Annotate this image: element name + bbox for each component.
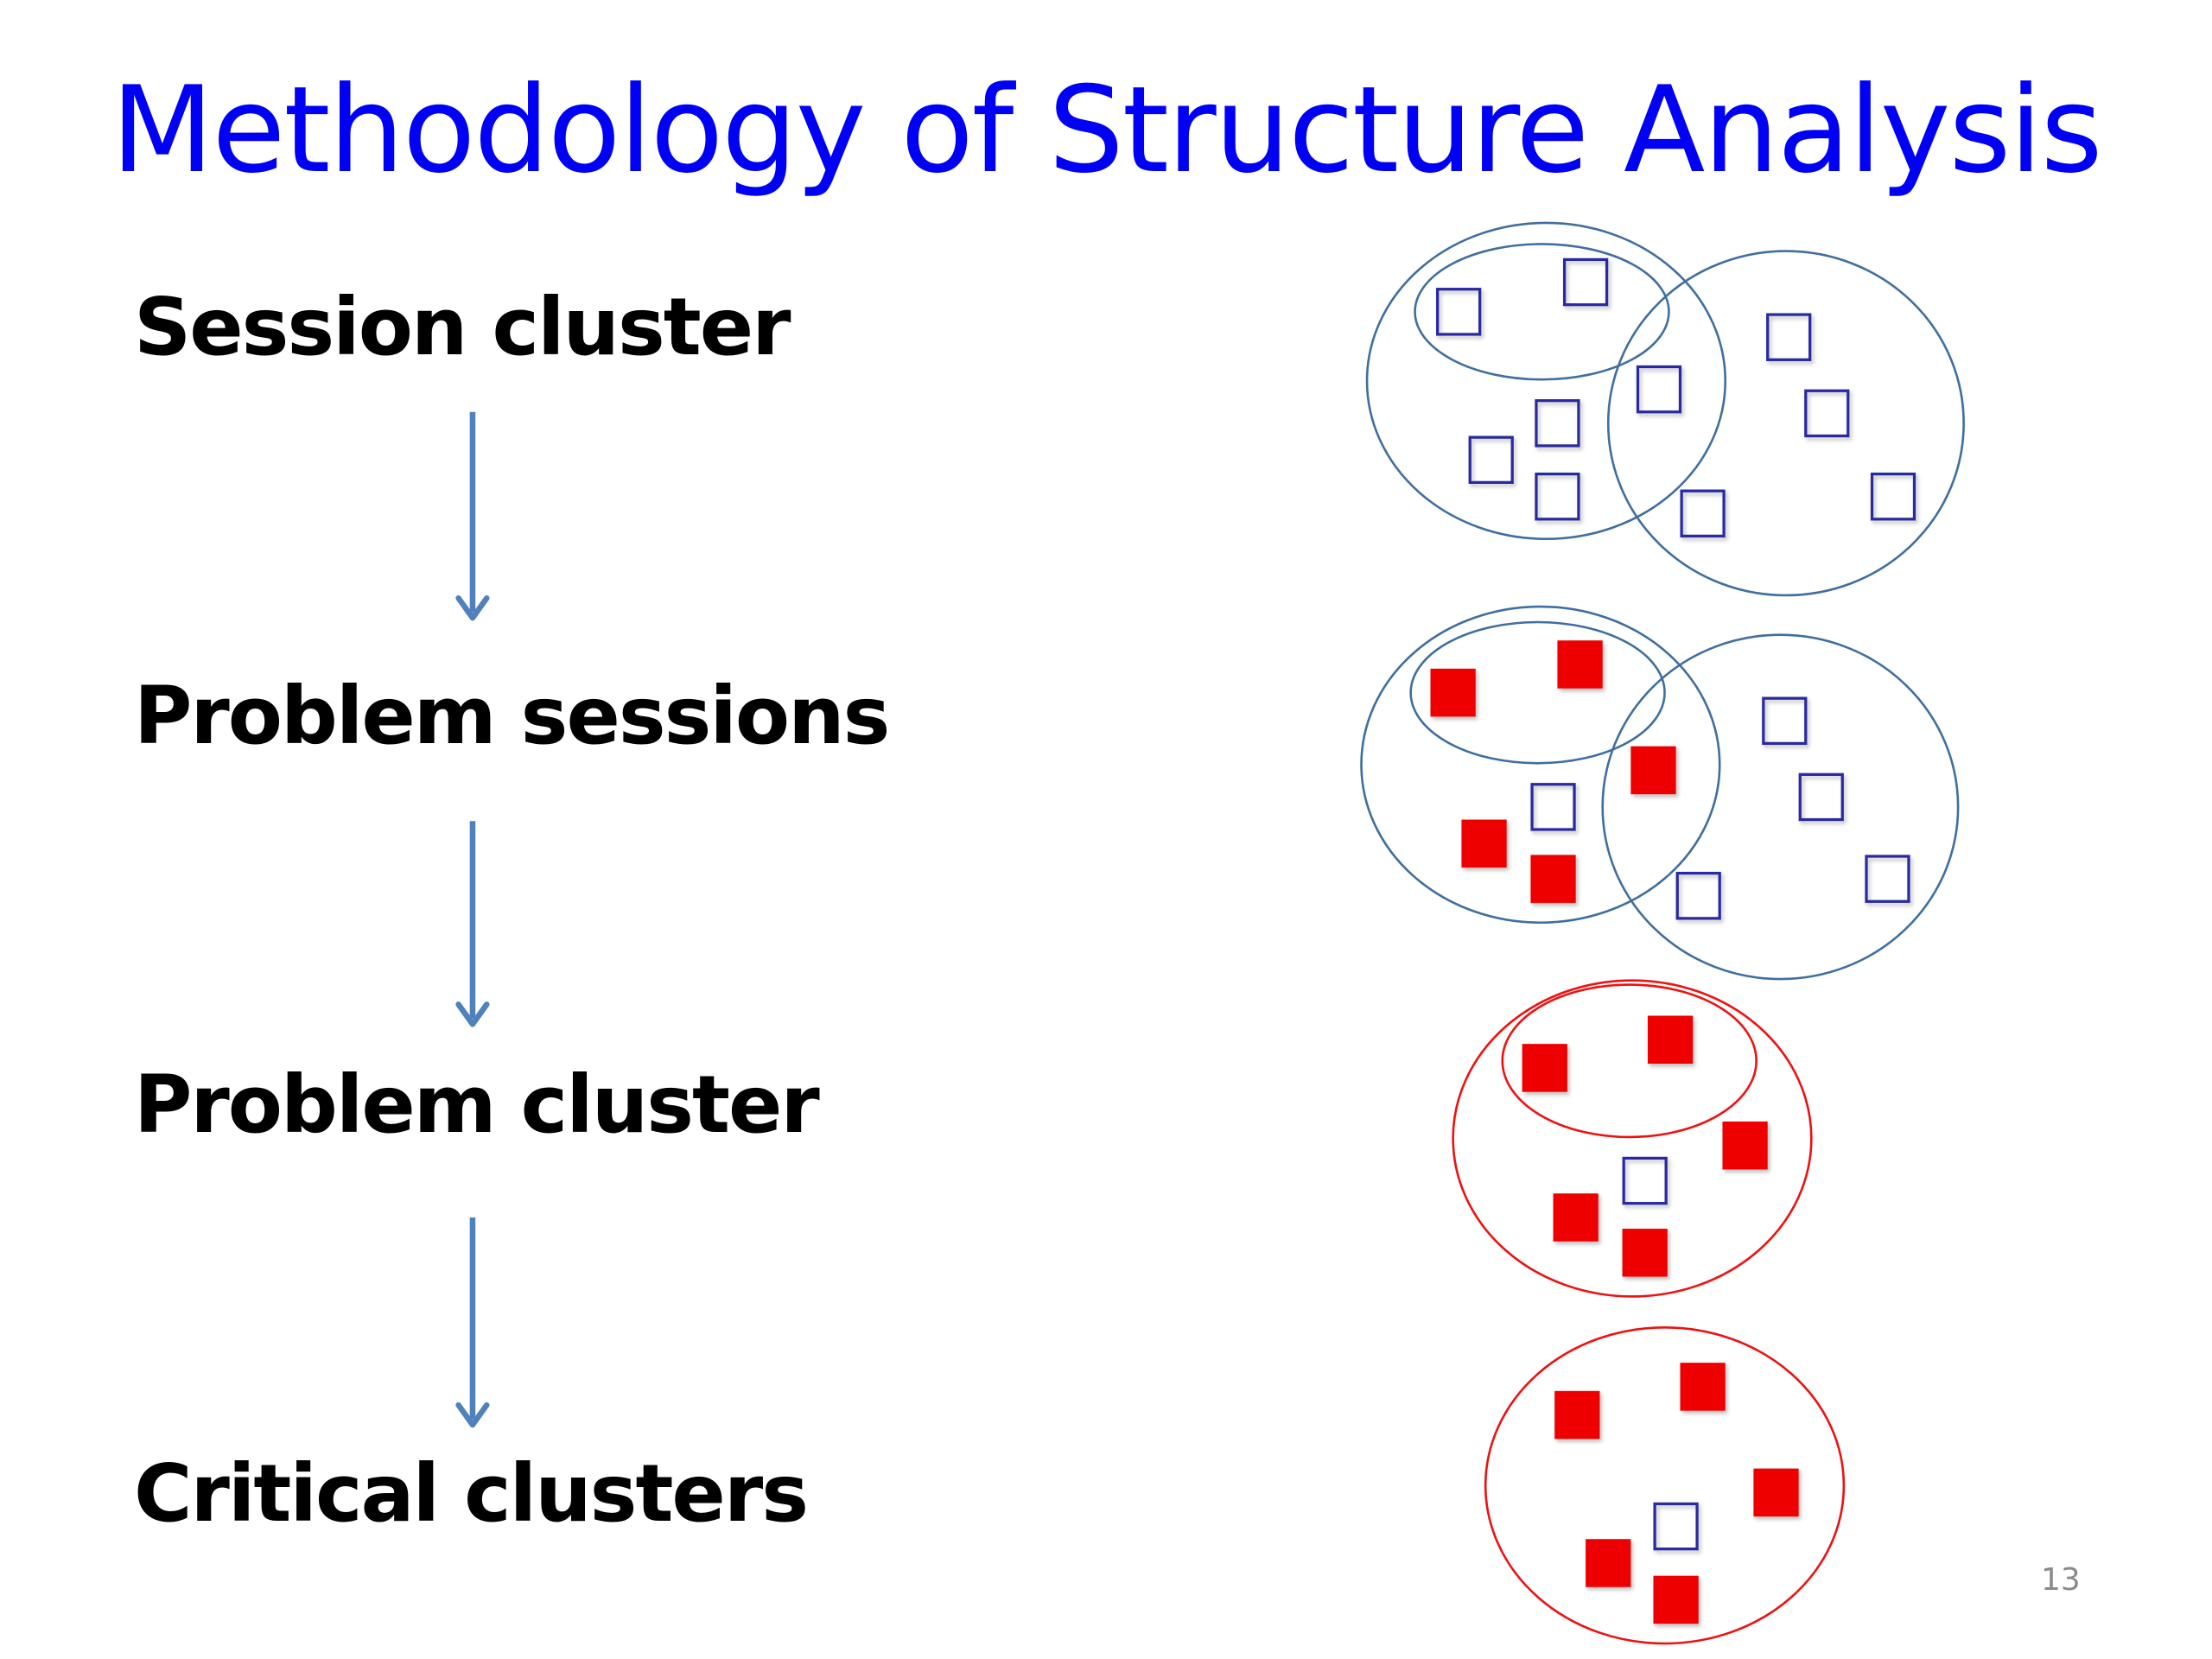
session-square <box>1804 389 1850 438</box>
problem-cluster-ellipse <box>1452 979 1813 1298</box>
problem-sessions-diagram <box>1360 605 1960 981</box>
session-square <box>1535 472 1580 521</box>
session-square <box>1562 257 1609 307</box>
problem-session-square <box>1586 1539 1631 1587</box>
problem-session-square <box>1653 1575 1699 1624</box>
problem-session-square <box>1622 1229 1668 1277</box>
cluster-ellipse-left <box>1365 221 1727 540</box>
problem-session-square <box>1430 668 1476 717</box>
critical-sub-cluster-ellipse <box>1501 983 1758 1139</box>
problem-session-square <box>1553 1193 1599 1242</box>
session-square <box>1762 696 1808 746</box>
session-square <box>1468 435 1514 484</box>
critical-cluster-ellipse <box>1484 1326 1846 1645</box>
critical-clusters-diagram <box>1484 1326 1846 1645</box>
slide-title: Methodology of Structure Analysis <box>111 60 2102 200</box>
session-square <box>1870 472 1916 521</box>
session-square <box>1865 855 1910 903</box>
cluster-ellipse-left <box>1360 605 1721 925</box>
sub-cluster-ellipse <box>1409 620 1666 765</box>
session-square <box>1535 399 1580 448</box>
problem-session-square <box>1530 855 1576 903</box>
cluster-ellipse-right <box>1606 250 1965 597</box>
session-square <box>1530 783 1576 831</box>
problem-session-square <box>1554 1390 1600 1440</box>
session-square <box>1436 288 1482 336</box>
problem-cluster-diagram <box>1452 979 1813 1298</box>
session-square <box>1653 1502 1699 1551</box>
problem-session-square <box>1461 819 1507 868</box>
problem-session-square <box>1557 640 1603 689</box>
session-square <box>1766 313 1812 361</box>
step-session-cluster: Session cluster <box>134 281 791 373</box>
step-critical-clusters: Critical clusters <box>134 1447 809 1540</box>
flow-arrow-icon <box>455 1217 490 1428</box>
problem-session-square <box>1647 1015 1694 1065</box>
cluster-ellipse-right <box>1601 633 1960 981</box>
problem-session-square <box>1753 1468 1799 1517</box>
step-problem-cluster: Problem cluster <box>134 1058 820 1151</box>
flow-arrow-icon <box>455 411 490 621</box>
flow-arrow-icon <box>455 821 490 1027</box>
problem-session-square <box>1680 1363 1726 1411</box>
session-square <box>1675 871 1721 920</box>
session-square <box>1622 1156 1668 1205</box>
session-cluster-diagram <box>1365 221 1965 597</box>
problem-session-square <box>1522 1044 1567 1092</box>
session-square <box>1680 489 1726 538</box>
session-square <box>1636 365 1682 414</box>
session-square <box>1798 772 1844 822</box>
page-number: 13 <box>2041 1562 2081 1598</box>
sub-cluster-ellipse <box>1414 243 1670 381</box>
problem-session-square <box>1722 1121 1768 1170</box>
problem-session-square <box>1630 746 1676 795</box>
step-problem-sessions: Problem sessions <box>134 670 890 762</box>
